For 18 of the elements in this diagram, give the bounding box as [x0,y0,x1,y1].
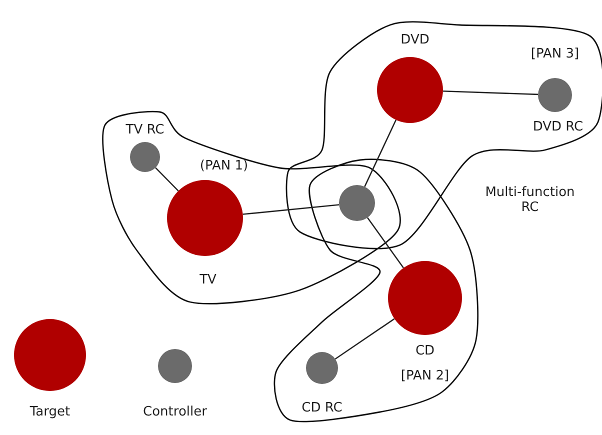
connector-line [334,318,395,360]
legend-label: Target [30,404,70,420]
connector-line [155,167,179,192]
device-label: CD RC [302,400,342,416]
device-label: TV RC [126,122,164,138]
network-label: [PAN 2] [400,368,450,384]
device-label: DVD RC [532,120,584,134]
connector-line [364,120,397,187]
device-label: TV [200,272,216,288]
connector-line [366,217,404,268]
device-label: DVD [400,32,430,48]
network-label: Multi-function RC [484,185,576,215]
network-label: (PAN 1) [200,158,248,174]
connector-line [442,90,538,96]
device-label: CD [415,344,435,358]
connector-line [242,204,340,215]
legend-label: Controller [143,404,207,420]
network-label: [PAN 3] [530,46,580,62]
